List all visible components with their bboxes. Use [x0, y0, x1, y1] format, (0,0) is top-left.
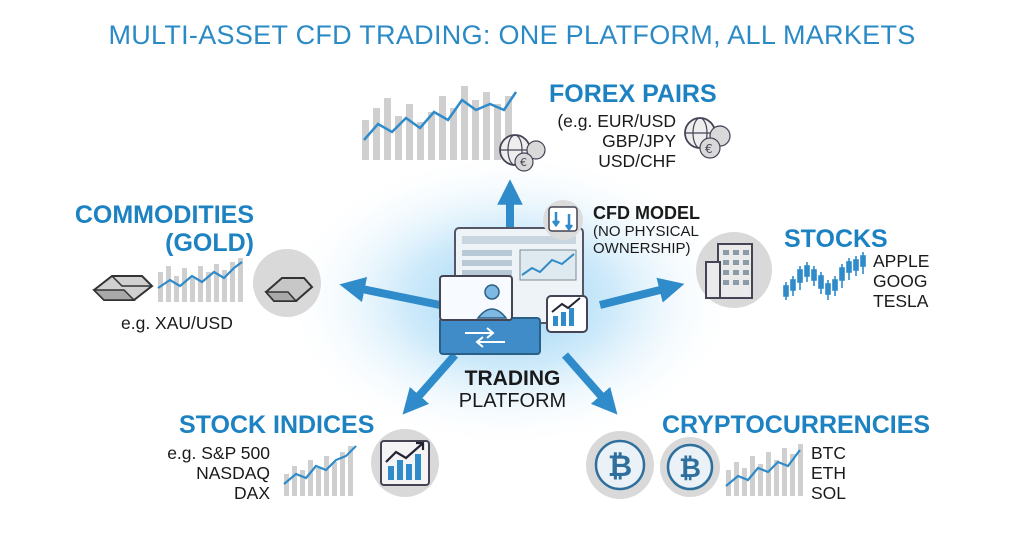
crypto-examples: BTC ETH SOL: [811, 443, 846, 503]
bitcoin-icon-2: ₿: [660, 437, 720, 497]
cfd-model-note: (NO PHYSICAL: [593, 223, 699, 240]
crypto-example: BTC: [811, 443, 846, 463]
crypto-heading: CRYPTOCURRENCIES: [662, 411, 931, 439]
trading-platform-label: TRADING PLATFORM: [440, 367, 585, 412]
crypto-chart-icon: [725, 444, 803, 496]
forex-example: GBP/JPY: [602, 131, 676, 151]
indices-heading: STOCK INDICES: [179, 411, 375, 439]
cfd-model-heading: CFD MODEL: [593, 203, 700, 223]
stocks-heading: STOCKS: [784, 225, 888, 253]
arrow-to-indices: [402, 352, 459, 415]
crypto-example: SOL: [811, 483, 847, 503]
stocks-example: APPLE: [873, 251, 930, 271]
cfd-model-label: CFD MODEL (NO PHYSICAL OWNERSHIP): [593, 203, 700, 257]
cfd-model-icon: [543, 200, 583, 240]
indices-examples: e.g. S&P 500 NASDAQ DAX: [140, 443, 270, 503]
gold-bar-circle-icon: [253, 249, 321, 317]
trading-platform-title: TRADING: [464, 367, 561, 390]
commodities-heading-line: (GOLD): [165, 229, 254, 257]
globe-currency-icon-2: €: [684, 117, 731, 159]
forex-examples: (e.g. EUR/USD GBP/JPY USD/CHF: [540, 111, 676, 171]
building-icon: [696, 232, 772, 308]
stocks-example: GOOG: [873, 271, 928, 291]
commodities-heading: COMMODITIES (GOLD): [60, 201, 254, 257]
forex-chart-icon: [362, 86, 518, 160]
gold-bar-icon: [92, 275, 154, 301]
forex-heading: FOREX PAIRS: [549, 80, 717, 108]
svg-text:₿: ₿: [608, 449, 632, 484]
forex-example: USD/CHF: [598, 151, 676, 171]
growth-chart-icon: [371, 429, 439, 497]
crypto-example: ETH: [811, 463, 846, 483]
commodities-chart-icon: [157, 258, 243, 302]
trading-platform-icon: [439, 227, 588, 355]
indices-example: NASDAQ: [196, 463, 270, 483]
forex-example: (e.g. EUR/USD: [557, 111, 676, 131]
svg-text:₿: ₿: [679, 453, 701, 484]
page-title: MULTI-ASSET CFD TRADING: ONE PLATFORM, A…: [108, 20, 916, 50]
bitcoin-icon: ₿: [586, 431, 654, 499]
indices-chart-icon: [283, 445, 357, 496]
commodities-example: e.g. XAU/USD: [121, 313, 233, 333]
stocks-example: TESLA: [873, 291, 929, 311]
indices-example: e.g. S&P 500: [167, 443, 270, 463]
trading-platform-subtitle: PLATFORM: [458, 390, 567, 412]
indices-example: DAX: [234, 483, 270, 503]
stocks-examples: APPLE GOOG TESLA: [873, 251, 929, 311]
commodities-heading-line: COMMODITIES: [74, 201, 254, 229]
arrow-to-stocks: [599, 277, 685, 309]
svg-text:€: €: [520, 156, 527, 169]
svg-text:€: €: [705, 142, 713, 156]
arrow-to-commodities: [339, 277, 441, 309]
globe-currency-icon: €: [499, 134, 546, 172]
arrow-to-crypto: [561, 352, 618, 415]
candlestick-chart-icon: [783, 252, 866, 300]
cfd-model-note: OWNERSHIP): [593, 240, 691, 257]
